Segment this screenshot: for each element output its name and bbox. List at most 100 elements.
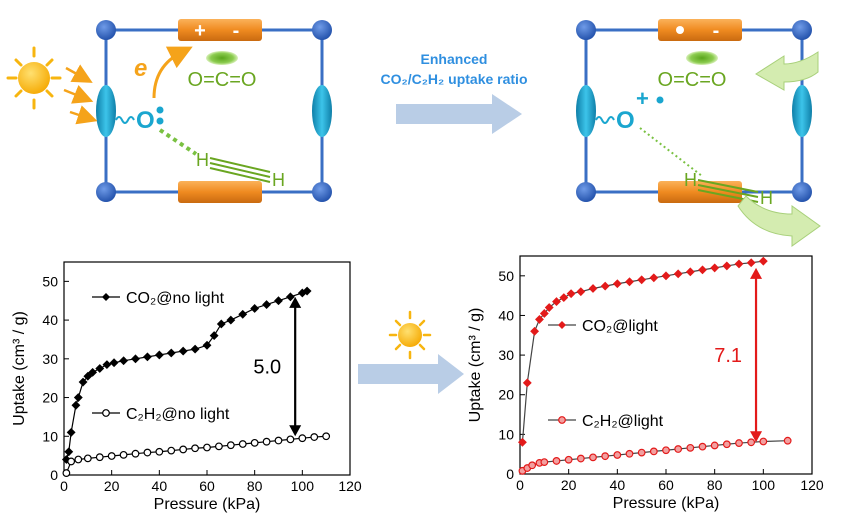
data-point: [552, 297, 561, 307]
data-point: [649, 447, 658, 456]
data-point: [759, 437, 768, 446]
caption-line-1: Enhanced: [421, 51, 488, 67]
cyan-linker-left: [96, 85, 116, 137]
cyan-linker-right: [312, 85, 332, 137]
y-tick-label: 20: [498, 387, 514, 403]
electron-arrow: [152, 46, 193, 99]
data-point: [685, 267, 695, 277]
sun-icon: [6, 46, 62, 110]
data-point: [203, 443, 211, 452]
caption-line-2: CO₂/C₂H₂ uptake ratio: [380, 71, 527, 87]
x-tick-label: 120: [338, 478, 362, 494]
data-point: [154, 350, 164, 360]
interaction-line: [158, 128, 198, 156]
metal-node: [96, 182, 116, 202]
x-tick-label: 20: [104, 478, 120, 494]
data-point: [734, 259, 744, 269]
y-tick-label: 40: [498, 307, 514, 323]
orange-linker-top: [658, 19, 742, 41]
data-point: [215, 442, 223, 451]
data-point: [285, 292, 295, 302]
data-point: [758, 256, 768, 266]
data-point: [250, 438, 259, 447]
electron-label: e: [134, 55, 147, 82]
co2-glow: [686, 51, 718, 65]
data-point: [535, 314, 544, 324]
data-point: [746, 258, 756, 268]
data-point: [66, 427, 76, 437]
data-point: [649, 273, 659, 283]
data-point: [625, 277, 634, 287]
data-point: [226, 441, 235, 450]
data-point: [544, 303, 554, 312]
metal-node: [96, 20, 116, 40]
c2h2-release-arrow: [737, 195, 821, 247]
x-tick-label: 20: [561, 477, 577, 493]
data-point: [216, 319, 226, 329]
y-tick-label: 0: [50, 467, 58, 483]
data-point: [322, 432, 331, 441]
x-tick-label: 100: [291, 478, 315, 494]
data-point: [262, 437, 271, 446]
y-axis-label: Uptake (cm³ / g): [11, 311, 28, 426]
x-tick-label: 80: [707, 477, 723, 493]
radical-oxygen: O: [136, 107, 155, 134]
data-point: [612, 279, 622, 289]
data-point: [202, 340, 212, 350]
data-point: [119, 356, 129, 366]
data-point: [310, 433, 319, 441]
data-point: [747, 438, 756, 447]
data-point: [67, 457, 76, 466]
data-point: [179, 445, 188, 454]
plus-sign: +: [194, 20, 206, 42]
cation-plus: +: [636, 86, 649, 111]
data-point: [710, 441, 719, 450]
data-point: [74, 455, 83, 464]
transition-arrow-top: Enhanced CO₂/C₂H₂ uptake ratio: [380, 51, 528, 134]
data-point: [528, 461, 537, 470]
c2h2-molecule: H H: [196, 150, 285, 190]
data-point: [83, 454, 92, 463]
data-point: [613, 451, 622, 459]
data-point: [710, 263, 720, 273]
x-axis-label: Pressure (kPa): [613, 495, 720, 512]
radical-dot: [656, 96, 664, 104]
cyan-linker-right: [792, 85, 812, 137]
left-framework-panel: + - O e O=C=O H H: [96, 19, 332, 203]
y-tick-label: 40: [42, 312, 58, 328]
data-point: [674, 445, 683, 453]
data-point: [95, 364, 105, 373]
x-tick-label: 60: [658, 477, 674, 493]
legend-label: CO₂@light: [582, 318, 658, 335]
data-point: [78, 377, 88, 387]
metal-node: [792, 182, 812, 202]
data-point: [209, 331, 219, 341]
ratio-arrow-head: [750, 431, 763, 443]
y-tick-label: 30: [42, 351, 58, 367]
legend-marker: [558, 416, 566, 424]
legend-marker: [102, 293, 110, 301]
metal-node: [312, 20, 332, 40]
x-axis-label: Pressure (kPa): [154, 496, 261, 513]
ratio-label: 5.0: [253, 357, 281, 379]
data-point: [262, 300, 272, 310]
data-point: [302, 286, 312, 296]
data-point: [178, 346, 188, 356]
data-point: [83, 371, 93, 381]
data-point: [155, 447, 164, 456]
y-tick-label: 50: [498, 268, 514, 284]
hydrogen-right: H: [760, 188, 773, 208]
legend-marker: [102, 409, 110, 417]
data-point: [190, 344, 200, 354]
c2h2-molecule: H H: [684, 170, 773, 208]
data-point: [637, 448, 646, 457]
orange-linker-bottom: [658, 181, 742, 203]
y-tick-label: 30: [498, 347, 514, 363]
data-point: [589, 453, 597, 462]
data-point: [274, 436, 283, 445]
data-point: [167, 446, 176, 455]
data-point: [166, 348, 176, 358]
data-point: [576, 287, 586, 297]
